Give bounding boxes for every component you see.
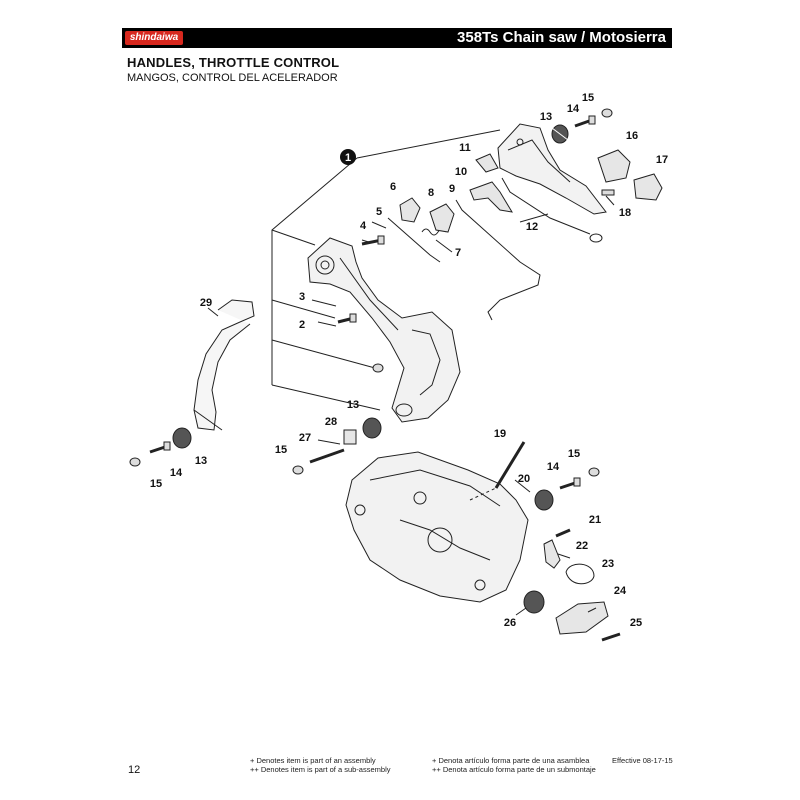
part-16 [597, 149, 631, 183]
washer-15a [601, 108, 613, 118]
callout-1: 1 [345, 152, 351, 164]
callout-7: 7 [455, 247, 461, 259]
av-spring-20 [534, 489, 554, 511]
lever-22 [543, 539, 561, 569]
washer-15b [129, 457, 141, 467]
washer-15d [588, 467, 600, 477]
rear-handle [307, 237, 461, 423]
pin-18 [601, 189, 615, 196]
callout-15c: 15 [275, 444, 287, 456]
callout-29: 29 [200, 297, 212, 309]
av-spring-26 [523, 590, 545, 614]
callout-8: 8 [428, 187, 434, 199]
spacer-28 [343, 429, 357, 445]
callout-22: 22 [576, 540, 588, 552]
callout-17: 17 [656, 154, 668, 166]
catcher-24 [555, 601, 609, 635]
av-spring-13b [172, 427, 192, 449]
callout-3: 3 [299, 291, 305, 303]
section-subtitle: MANGOS, CONTROL DEL ACELERADOR [127, 72, 338, 84]
footer-notes-es: + Denota artículo forma parte de una asa… [432, 756, 596, 774]
part-6 [399, 197, 421, 223]
bolt-14c [559, 477, 581, 490]
part-11 [475, 153, 499, 173]
callout-14a: 14 [567, 103, 580, 115]
callout-24: 24 [614, 585, 627, 597]
rod-5 [387, 217, 441, 263]
callout-15b: 15 [150, 478, 162, 490]
callout-2: 2 [299, 319, 305, 331]
callout-27: 27 [299, 432, 311, 444]
callout-10: 10 [455, 166, 467, 178]
footer-notes-en: + Denotes item is part of an assembly ++… [250, 756, 390, 774]
callout-18: 18 [619, 207, 631, 219]
callout-13b: 13 [195, 455, 207, 467]
bolt-14a [574, 115, 596, 128]
crankcase [345, 451, 529, 603]
callout-12: 12 [526, 221, 538, 233]
spring-23 [565, 563, 595, 585]
callout-9: 9 [449, 183, 455, 195]
throttle-rod-9 [455, 199, 541, 321]
callout-13a: 13 [540, 111, 552, 123]
header-bar: 358Ts Chain saw / Motosierra [122, 28, 672, 48]
callout-26: 26 [504, 617, 516, 629]
footer-note-es-1: + Denota artículo forma parte de una asa… [432, 756, 590, 765]
bar-stud-19 [494, 441, 526, 489]
bolt-14b [149, 441, 171, 454]
callout-23: 23 [602, 558, 614, 570]
bolt-27 [309, 448, 345, 464]
handle-cover [497, 123, 607, 215]
callout-5: 5 [376, 206, 382, 218]
callout-6: 6 [390, 181, 396, 193]
callout-13c: 13 [347, 399, 359, 411]
av-spring-13a [551, 124, 569, 144]
callout-14c: 14 [547, 461, 560, 473]
callout-11: 11 [459, 142, 471, 154]
callout-19: 19 [494, 428, 506, 440]
part-8 [429, 203, 455, 233]
footer-note-en-2: ++ Denotes item is part of a sub-assembl… [250, 765, 391, 774]
page-number: 12 [128, 764, 141, 776]
brand-logo: shindaiwa [125, 31, 183, 45]
callout-14b: 14 [170, 467, 183, 479]
part-10 [469, 181, 513, 213]
callout-25: 25 [630, 617, 642, 629]
screw-4 [361, 235, 385, 246]
section-title: HANDLES, THROTTLE CONTROL [127, 55, 340, 70]
callout-15a: 15 [582, 92, 594, 104]
washer-15c [292, 465, 304, 475]
document-title: 358Ts Chain saw / Motosierra [457, 29, 666, 46]
screw-21 [555, 528, 571, 538]
callout-4: 4 [360, 220, 367, 232]
cable-12 [501, 177, 591, 235]
av-spring-13c [362, 417, 382, 439]
callout-16: 16 [626, 130, 638, 142]
effective-date: Effective 08-17-15 [612, 756, 673, 765]
screw-25 [601, 632, 621, 642]
callout-20: 20 [518, 473, 530, 485]
part-17 [633, 173, 663, 201]
footer-note-en-1: + Denotes item is part of an assembly [250, 756, 376, 765]
callout-28: 28 [325, 416, 337, 428]
screw-3 [337, 313, 357, 324]
front-handle-29 [193, 299, 255, 431]
screw-2 [372, 363, 384, 373]
callout-21: 21 [589, 514, 601, 526]
footer-note-es-2: ++ Denota artículo forma parte de un sub… [432, 765, 596, 774]
callout-15d: 15 [568, 448, 580, 460]
